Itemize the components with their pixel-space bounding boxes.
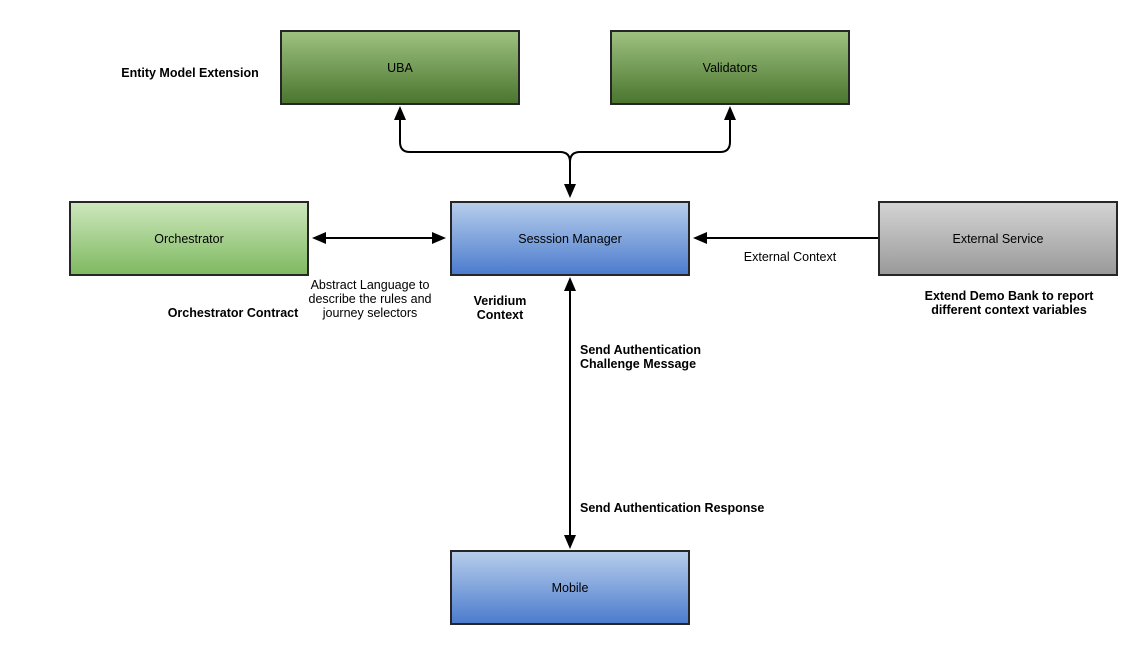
label-send-auth-response: Send Authentication Response: [580, 501, 765, 515]
node-uba: UBA: [280, 30, 520, 105]
node-mobile-label: Mobile: [551, 580, 589, 595]
branch-to-validators-line: [569, 120, 731, 163]
branch-to-uba-line: [399, 120, 571, 163]
label-veridium-context: Veridium Context: [473, 294, 527, 322]
label-abstract-language: Abstract Language to describe the rules …: [308, 278, 432, 320]
node-external-service-label: External Service: [952, 231, 1044, 246]
label-entity-model-extension: Entity Model Extension: [121, 66, 259, 80]
arrowhead-into-session-manager-top: [564, 184, 576, 198]
node-external-service: External Service: [878, 201, 1118, 276]
arrowhead-into-orchestrator: [312, 232, 326, 244]
node-session-manager: Sesssion Manager: [450, 201, 690, 276]
session-mobile-connector: [564, 277, 576, 549]
node-orchestrator-label: Orchestrator: [154, 231, 224, 246]
node-validators: Validators: [610, 30, 850, 105]
label-orchestrator-contract: Orchestrator Contract: [167, 306, 299, 320]
arrowhead-into-mobile: [564, 535, 576, 549]
node-orchestrator: Orchestrator: [69, 201, 309, 276]
external-service-session-connector: [693, 232, 878, 244]
orchestrator-session-connector: [312, 232, 446, 244]
label-send-auth-challenge: Send Authentication Challenge Message: [580, 343, 702, 371]
arrowhead-into-session-manager-bottom: [564, 277, 576, 291]
label-extend-demo-bank: Extend Demo Bank to report different con…: [924, 289, 1094, 317]
node-uba-label: UBA: [387, 60, 413, 75]
arrowhead-into-validators: [724, 106, 736, 120]
arrowhead-into-session-manager-left: [432, 232, 446, 244]
arrowhead-into-uba: [394, 106, 406, 120]
node-session-manager-label: Sesssion Manager: [518, 231, 622, 246]
node-mobile: Mobile: [450, 550, 690, 625]
node-validators-label: Validators: [702, 60, 758, 75]
label-external-context: External Context: [743, 250, 837, 264]
arrowhead-into-session-manager-right: [693, 232, 707, 244]
session-to-uba-validators-connector: [394, 106, 736, 198]
